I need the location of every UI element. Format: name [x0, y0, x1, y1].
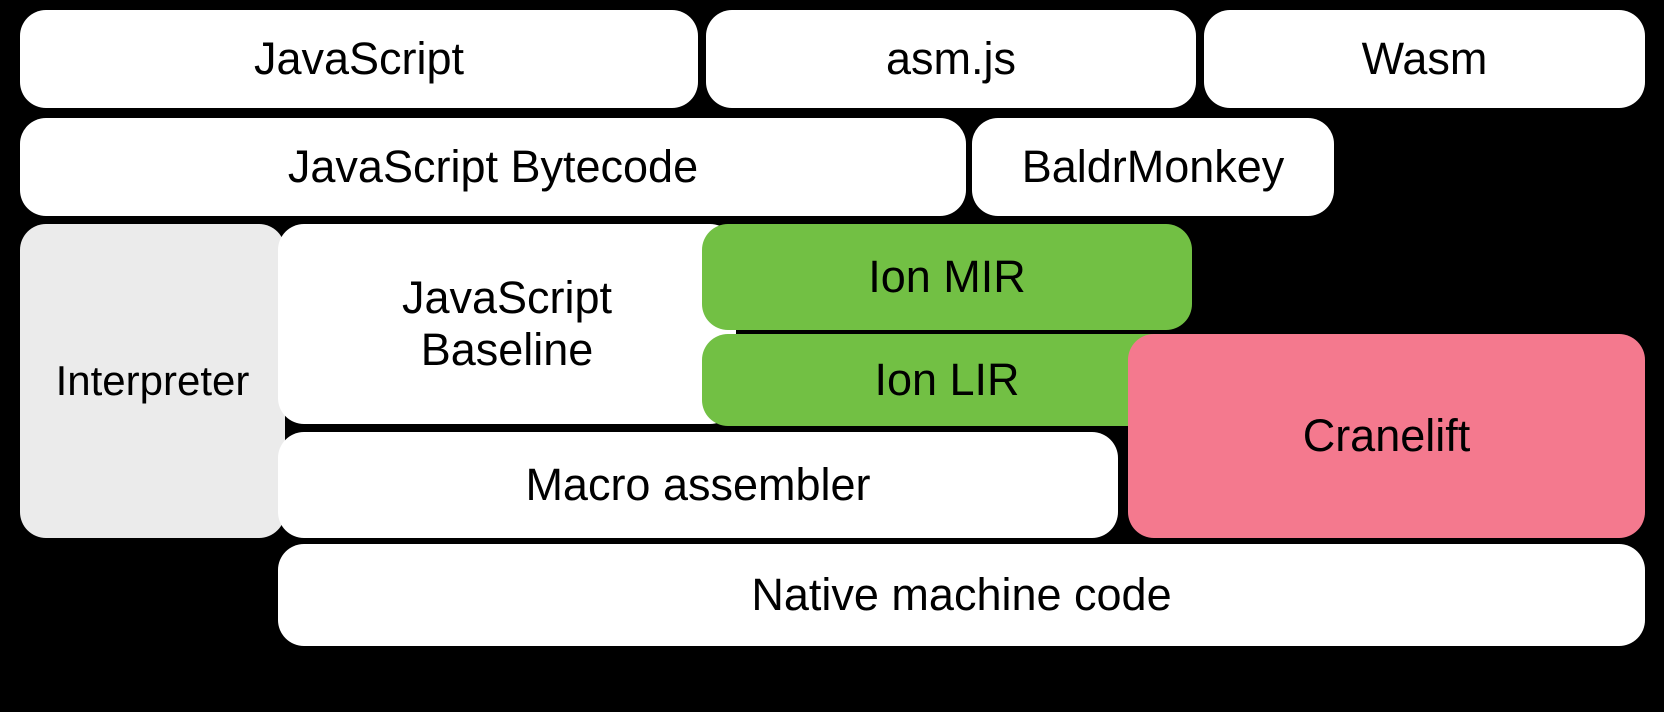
node-wasm: Wasm [1204, 10, 1645, 108]
node-label-javascript-bytecode: JavaScript Bytecode [287, 141, 699, 193]
node-javascript-bytecode: JavaScript Bytecode [20, 118, 966, 216]
node-label-javascript-baseline: JavaScript Baseline [401, 272, 613, 375]
node-label-javascript: JavaScript [253, 33, 465, 85]
node-cranelift: Cranelift [1128, 334, 1645, 538]
node-asm-js: asm.js [706, 10, 1196, 108]
node-macro-assembler: Macro assembler [278, 432, 1118, 538]
node-label-native-machine-code: Native machine code [751, 569, 1172, 621]
node-label-asm-js: asm.js [885, 33, 1016, 85]
node-label-interpreter: Interpreter [55, 356, 250, 404]
node-label-cranelift: Cranelift [1302, 410, 1471, 462]
node-label-ion-lir: Ion LIR [874, 354, 1020, 406]
node-ion-mir: Ion MIR [702, 224, 1192, 330]
node-label-baldrmonkey: BaldrMonkey [1021, 141, 1285, 193]
node-label-wasm: Wasm [1361, 33, 1488, 85]
node-ion-lir: Ion LIR [702, 334, 1192, 426]
node-interpreter: Interpreter [20, 224, 285, 538]
node-baldrmonkey: BaldrMonkey [972, 118, 1334, 216]
node-native-machine-code: Native machine code [278, 544, 1645, 646]
node-javascript: JavaScript [20, 10, 698, 108]
node-javascript-baseline: JavaScript Baseline [278, 224, 736, 424]
node-label-macro-assembler: Macro assembler [525, 459, 871, 511]
node-label-ion-mir: Ion MIR [868, 251, 1026, 303]
